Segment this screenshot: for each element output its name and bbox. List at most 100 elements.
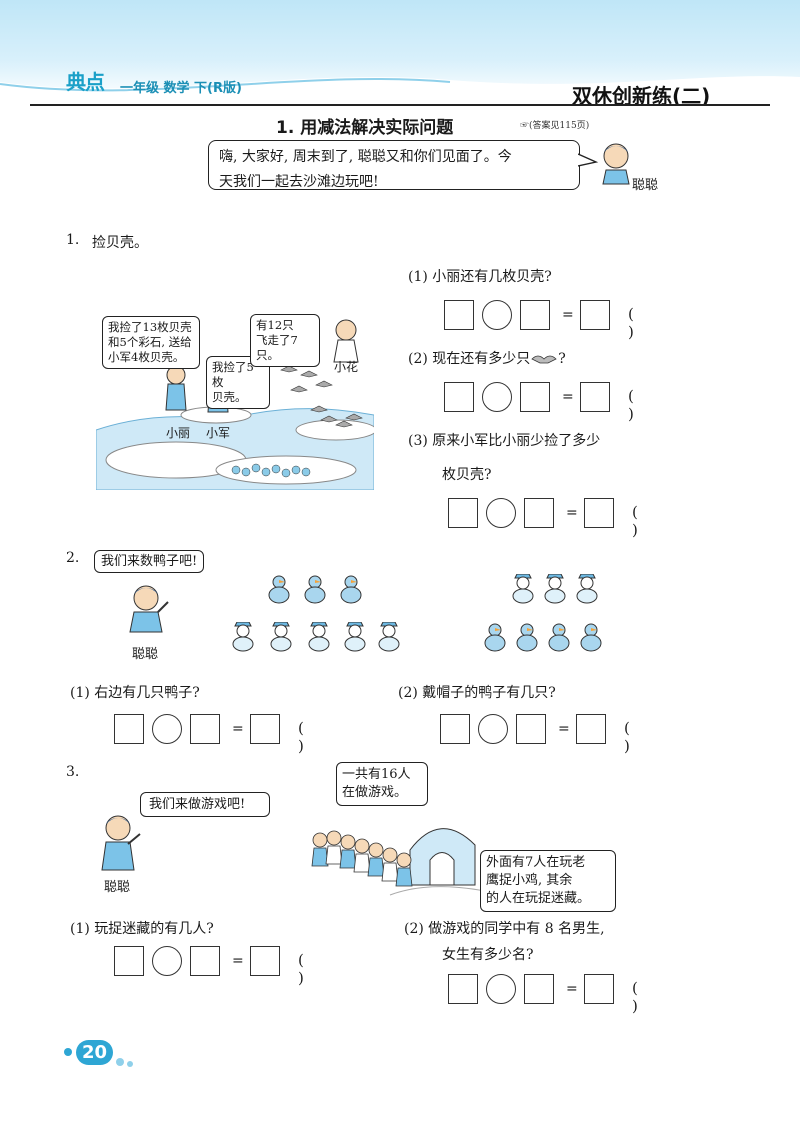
answer-box[interactable] [584,498,614,528]
operator-circle[interactable] [482,300,512,330]
congcong-avatar-icon [602,143,630,185]
operator-circle[interactable] [478,714,508,744]
equals-sign: = [566,981,578,997]
q1-sub1-text: (1) 小丽还有几枚贝壳? [408,269,552,285]
q3-outside-line-2: 鹰捉小鸡, 其余 [486,873,573,888]
beach-scene-illustration [96,319,374,490]
unit-parens[interactable]: ( ) [628,387,652,423]
duck-icon [304,575,326,604]
answer-box[interactable] [444,300,474,330]
q2-sub1-text: (1) 右边有几只鸭子? [70,685,200,701]
answer-box[interactable] [580,382,610,412]
header-wave [0,76,800,102]
answer-box[interactable] [584,974,614,1004]
operator-circle[interactable] [486,974,516,1004]
title-divider [30,104,770,106]
duck-with-hat-icon [344,622,366,652]
duck-icon [340,575,362,604]
equals-sign: = [558,721,570,737]
duck-icon [268,575,290,604]
unit-parens[interactable]: ( ) [298,719,322,755]
grade-label: 一年级 数学 下(R版) [120,81,242,96]
intro-bubble-tail [578,153,599,167]
intro-speaker-name: 聪聪 [632,178,659,193]
intro-line-2: 天我们一起去沙滩边玩吧! [219,174,379,190]
q3-total-bubble: 一共有16人 在做游戏。 [336,762,428,806]
xiaoli-label: 小丽 [166,426,191,440]
q1-title: 捡贝壳。 [92,235,148,251]
answer-box[interactable] [524,974,554,1004]
q1-sub3-text: (3) 原来小军比小丽少捡了多少 [408,433,601,449]
q1-sub2-text: (2) 现在还有多少只? [408,348,566,368]
xiaoli-line-3: 小军4枚贝壳。 [108,350,185,364]
duck-with-hat-icon [232,622,254,652]
duck-icon [484,623,506,652]
answer-box[interactable] [190,714,220,744]
bubbles-decoration-icon [64,1048,133,1067]
unit-parens[interactable]: ( ) [632,503,656,539]
answer-box[interactable] [250,714,280,744]
q3-sub1-text: (1) 玩捉迷藏的有几人? [70,921,214,937]
operator-circle[interactable] [486,498,516,528]
operator-circle[interactable] [152,946,182,976]
duck-icon [516,623,538,652]
equals-sign: = [562,307,574,323]
answer-box[interactable] [516,714,546,744]
answer-box[interactable] [444,382,474,412]
operator-circle[interactable] [482,382,512,412]
q3-sub2-text: (2) 做游戏的同学中有 8 名男生, [404,921,605,937]
q3-speech-bubble: 我们来做游戏吧! [140,792,270,817]
xiaojun-line-2: 贝壳。 [212,390,247,404]
q3-speaker-name: 聪聪 [104,880,131,895]
q2-speech-bubble: 我们来数鸭子吧! [94,550,205,573]
answer-box[interactable] [520,382,550,412]
xiaoli-line-1: 我捡了13枚贝壳 [108,320,192,334]
duck-with-hat-icon [308,622,330,652]
duck-group-right [476,574,616,664]
answer-box[interactable] [524,498,554,528]
answer-box[interactable] [520,300,550,330]
unit-parens[interactable]: ( ) [298,951,322,987]
unit-parens[interactable]: ( ) [624,719,648,755]
answer-box[interactable] [580,300,610,330]
xiaoli-speech-bubble: 我捡了13枚贝壳 和5个彩石, 送给 小军4枚贝壳。 [102,316,200,369]
q2-sub2-text: (2) 戴帽子的鸭子有几只? [398,685,556,701]
duck-group-left [230,574,400,664]
unit-parens[interactable]: ( ) [628,305,652,341]
answer-box[interactable] [576,714,606,744]
answer-box[interactable] [114,946,144,976]
answer-box[interactable] [250,946,280,976]
q1-number: 1. [66,232,80,248]
duck-with-hat-icon [270,622,292,652]
page-number: 20 [76,1040,114,1065]
duck-with-hat-icon [378,622,400,652]
unit-parens[interactable]: ( ) [632,979,656,1015]
lesson-title: 1. 用减法解决实际问题 [276,118,454,138]
xiaohua-speech-bubble: 有12只 飞走了7只。 [250,314,320,367]
duck-with-hat-icon [576,574,598,604]
answer-box[interactable] [190,946,220,976]
xiaoli-line-2: 和5个彩石, 送给 [108,335,192,349]
q3-sub2-text-line2: 女生有多少名? [442,947,534,963]
q3-total-line-2: 在做游戏。 [342,785,408,800]
q3-number: 3. [66,764,80,780]
q1-sub2-label: (2) 现在还有多少只 [408,351,531,367]
answer-box[interactable] [440,714,470,744]
seagull-icon [531,355,557,364]
xiaojun-label: 小军 [206,426,231,440]
xiaohua-line-2: 飞走了7只。 [256,333,298,362]
intro-bubble: 嗨, 大家好, 周末到了, 聪聪又和你们见面了。今 天我们一起去沙滩边玩吧! [208,140,580,190]
answer-box[interactable] [448,498,478,528]
answer-box[interactable] [114,714,144,744]
operator-circle[interactable] [152,714,182,744]
congcong-figure-icon [129,585,169,633]
q3-outside-line-3: 的人在玩捉迷藏。 [486,891,591,906]
q3-outside-bubble: 外面有7人在玩老 鹰捉小鸡, 其余 的人在玩捉迷藏。 [480,850,616,912]
xiaohua-label: 小花 [334,360,359,374]
xiaojun-line-1: 我捡了5枚 [212,360,254,389]
answer-box[interactable] [448,974,478,1004]
q3-outside-line-1: 外面有7人在玩老 [486,855,586,870]
game-scene-illustration [311,828,491,896]
q2-number: 2. [66,550,80,566]
equals-sign: = [232,721,244,737]
